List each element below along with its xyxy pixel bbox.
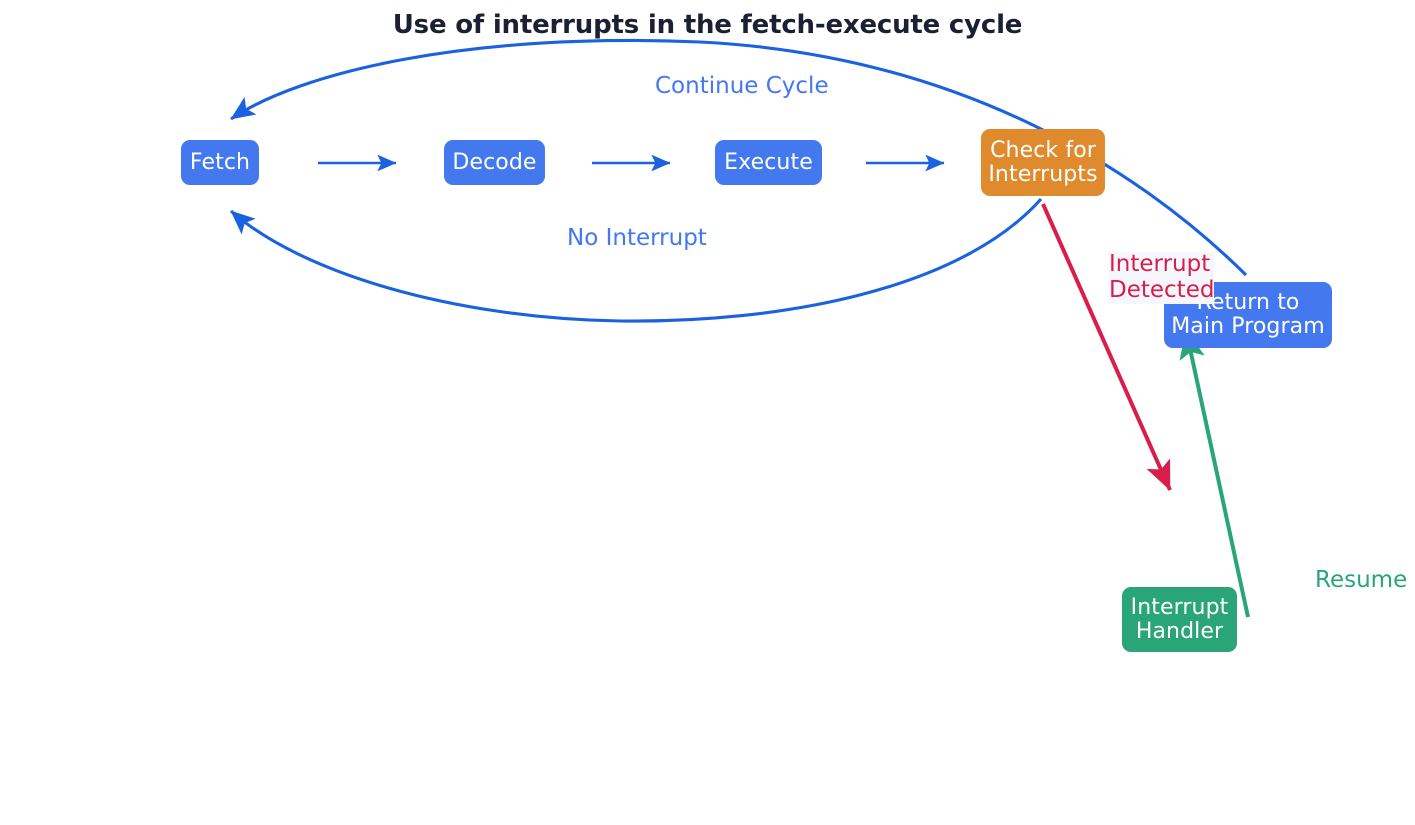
edge-label-continue-cycle: Continue Cycle [655, 73, 829, 99]
node-return-to-main-program[interactable]: Return to Main Program [1164, 282, 1332, 348]
edge-interrupt-detected [1041, 203, 1172, 491]
node-execute[interactable]: Execute [715, 140, 822, 185]
edge-no-interrupt [229, 197, 1043, 323]
edge-label-resume: Resume [1315, 567, 1408, 593]
node-interrupt-handler[interactable]: Interrupt Handler [1122, 587, 1237, 652]
node-fetch[interactable]: Fetch [181, 140, 259, 185]
edge-resume [1179, 329, 1250, 618]
edge-continue-cycle [230, 38, 1248, 277]
node-check-for-interrupts[interactable]: Check for Interrupts [981, 129, 1105, 196]
page-title: Use of interrupts in the fetch-execute c… [392, 10, 1023, 40]
edge-label-no-interrupt: No Interrupt [567, 225, 707, 251]
node-decode[interactable]: Decode [444, 140, 545, 185]
edge-label-interrupt-detected: Interrupt Detected [1109, 251, 1215, 304]
